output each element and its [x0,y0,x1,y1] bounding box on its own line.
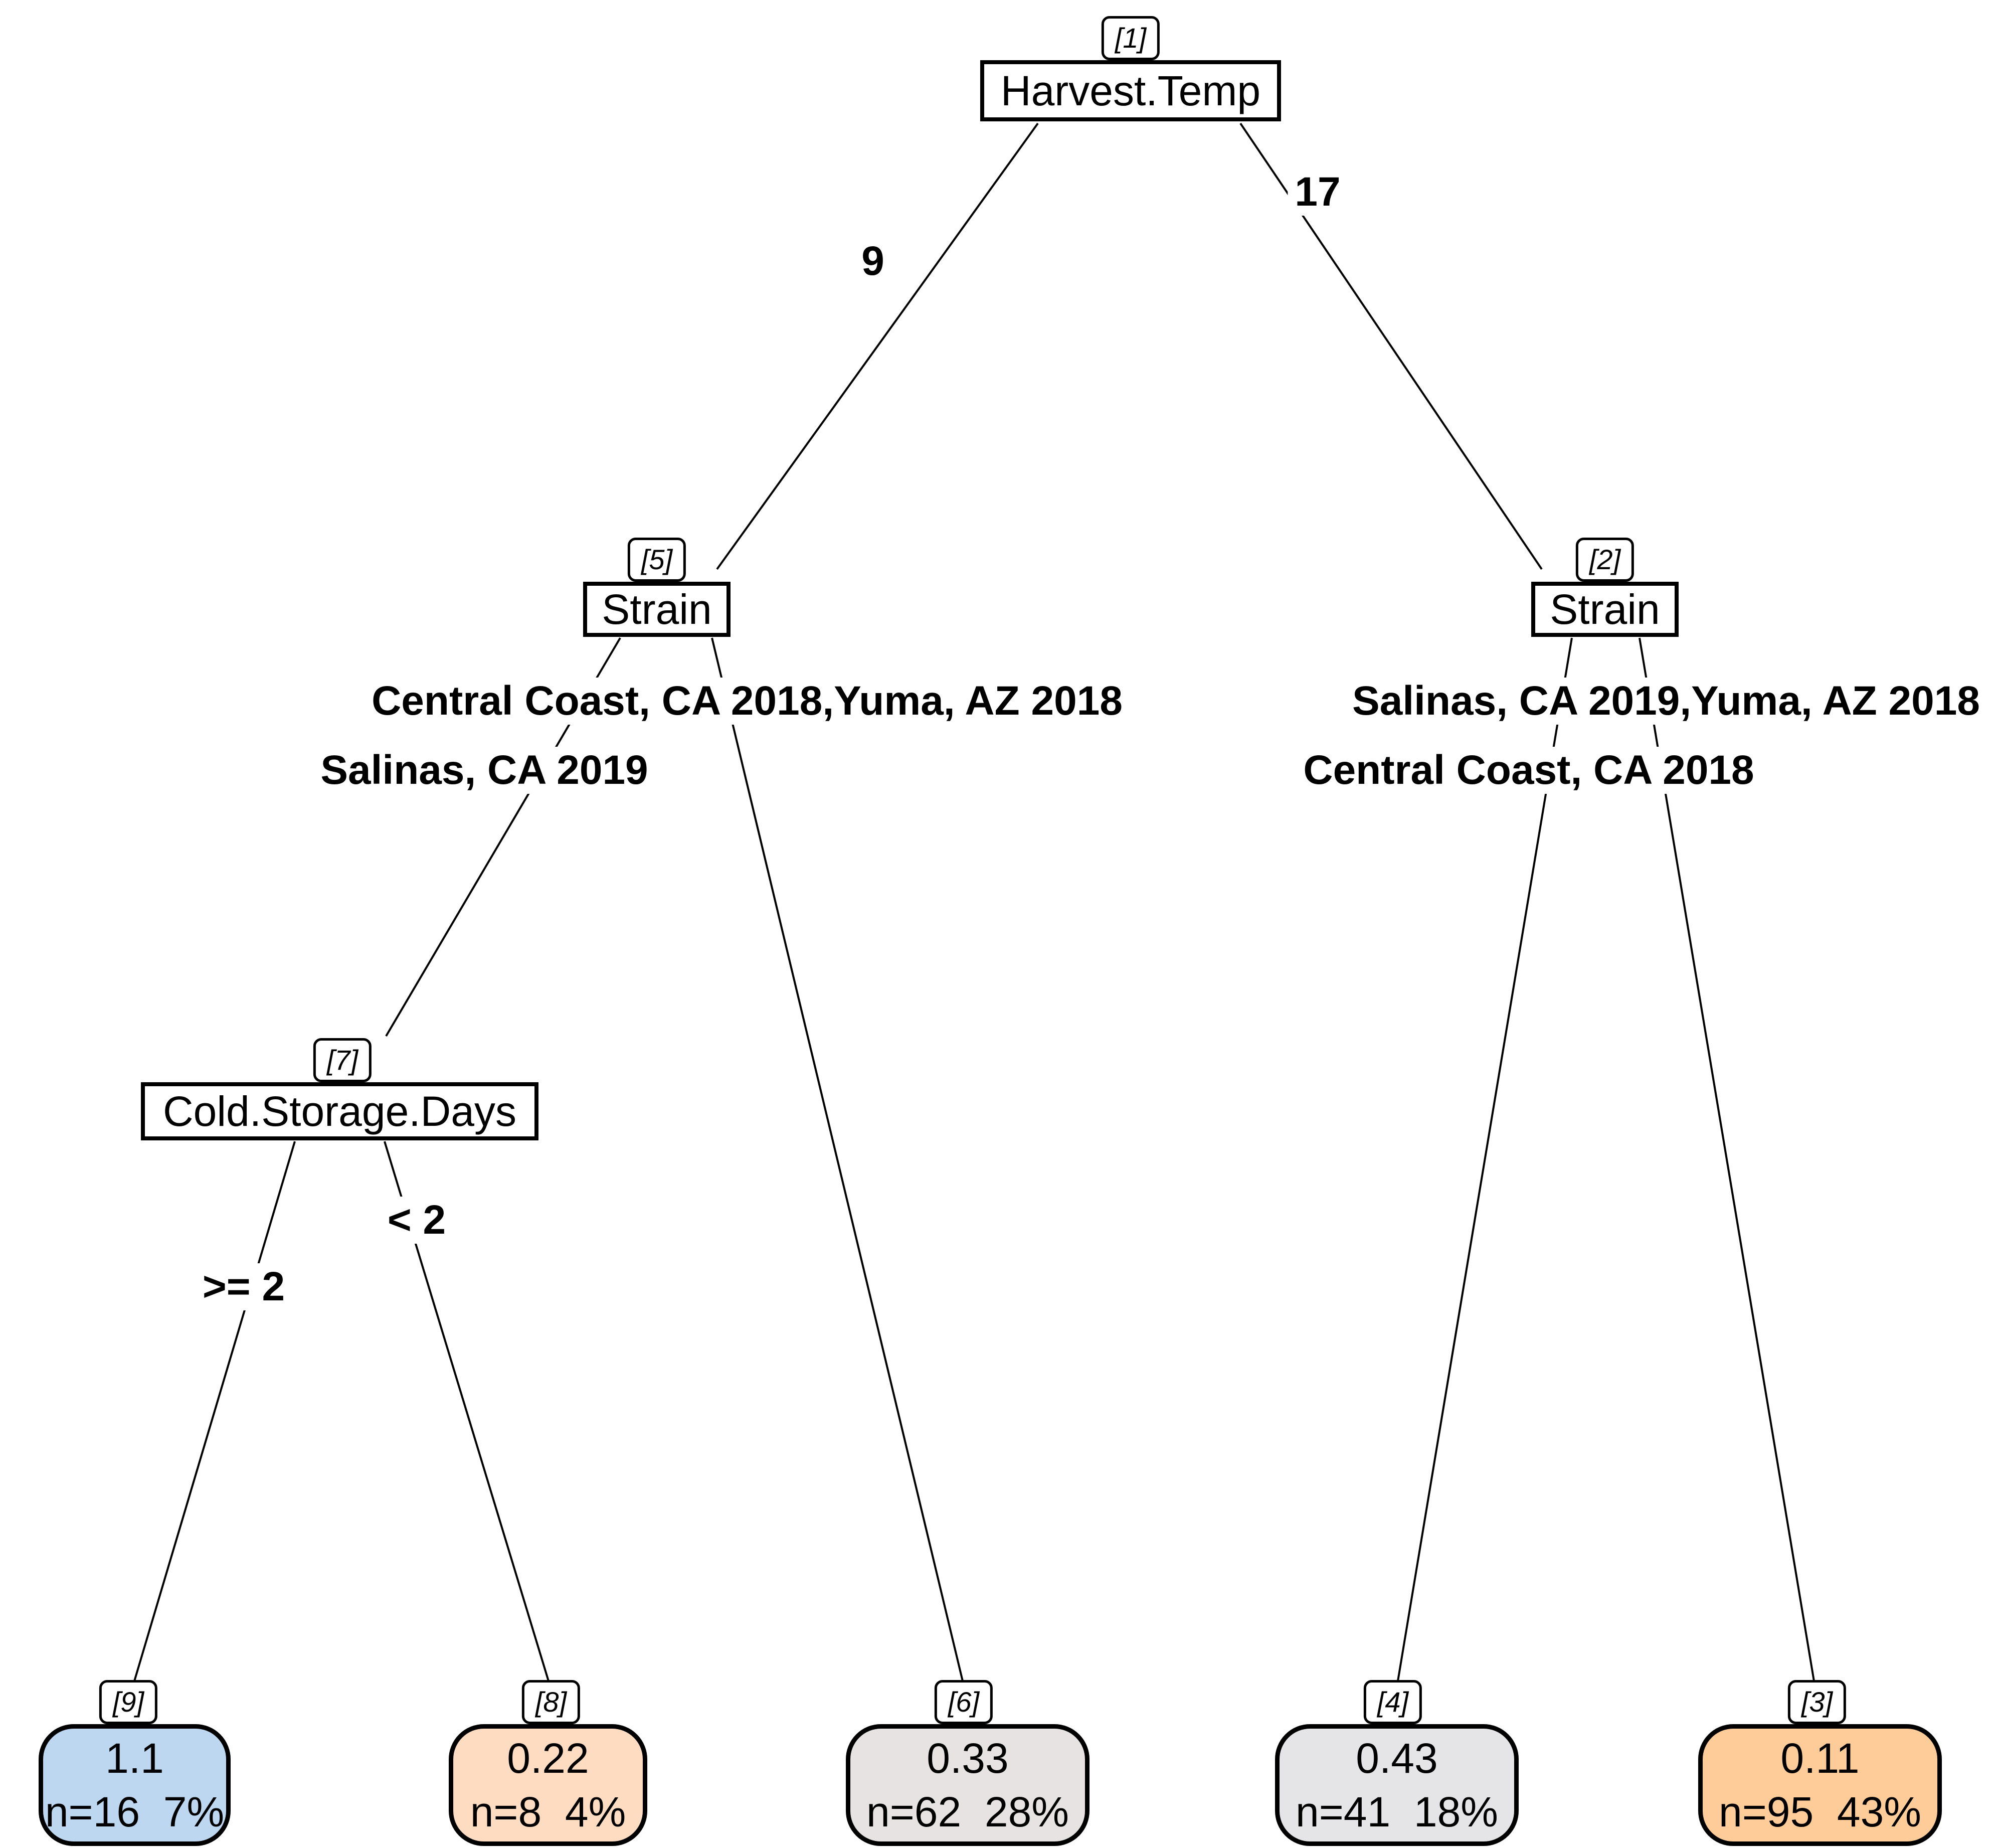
leaf-3-id-tag: [3] [1787,1680,1847,1724]
leaf-6-value: 0.33 [927,1735,1009,1782]
node-2-strain: Strain [1531,582,1679,637]
leaf-9: 1.1 n=16 7% [39,1724,231,1846]
leaf-4: 0.43 n=41 18% [1275,1724,1519,1846]
edge-label-2-3: Salinas, CA 2019,Yuma, AZ 2018 [1345,678,1987,725]
edge-label-5-7: Salinas, CA 2019 [313,747,655,794]
node-1-id-tag: [1] [1101,16,1160,60]
leaf-4-stats: n=41 18% [1295,1788,1498,1835]
edge-7-9 [133,1141,296,1682]
edge-label-1-2: 17 [1288,169,1348,216]
edge-1-2 [1239,122,1543,570]
node-2-id-tag: [2] [1575,538,1635,582]
node-5-strain: Strain [583,582,731,637]
edge-label-7-9: >= 2 [195,1263,292,1310]
leaf-6-id-tag: [6] [934,1680,993,1724]
leaf-8-value: 0.22 [507,1735,589,1782]
edge-2-4 [1397,637,1573,1682]
edge-label-2-4: Central Coast, CA 2018 [1296,747,1761,794]
leaf-6-stats: n=62 28% [866,1788,1069,1835]
leaf-3: 0.11 n=95 43% [1698,1724,1942,1846]
edge-2-3 [1639,637,1815,1682]
edge-label-5-6: Central Coast, CA 2018,Yuma, AZ 2018 [365,678,1130,725]
leaf-6: 0.33 n=62 28% [846,1724,1090,1846]
leaf-8-id-tag: [8] [521,1680,581,1724]
leaf-8: 0.22 n=8 4% [449,1724,647,1846]
node-1-harvest-temp: Harvest.Temp [980,60,1281,121]
edge-1-5 [716,122,1039,570]
leaf-9-id-tag: [9] [99,1680,158,1724]
leaf-9-stats: n=16 7% [45,1788,225,1835]
edge-label-7-8: < 2 [380,1197,453,1244]
leaf-9-value: 1.1 [105,1735,164,1782]
edge-5-6 [711,637,964,1682]
node-7-cold-storage-days: Cold.Storage.Days [141,1082,538,1140]
leaf-3-value: 0.11 [1780,1735,1860,1782]
leaf-8-stats: n=8 4% [470,1788,626,1835]
leaf-3-stats: n=95 43% [1718,1788,1921,1835]
edge-label-1-5: 9 [854,238,891,285]
node-7-id-tag: [7] [313,1038,372,1082]
leaf-4-id-tag: [4] [1363,1680,1422,1724]
leaf-4-value: 0.43 [1356,1735,1438,1782]
node-5-id-tag: [5] [627,538,686,582]
